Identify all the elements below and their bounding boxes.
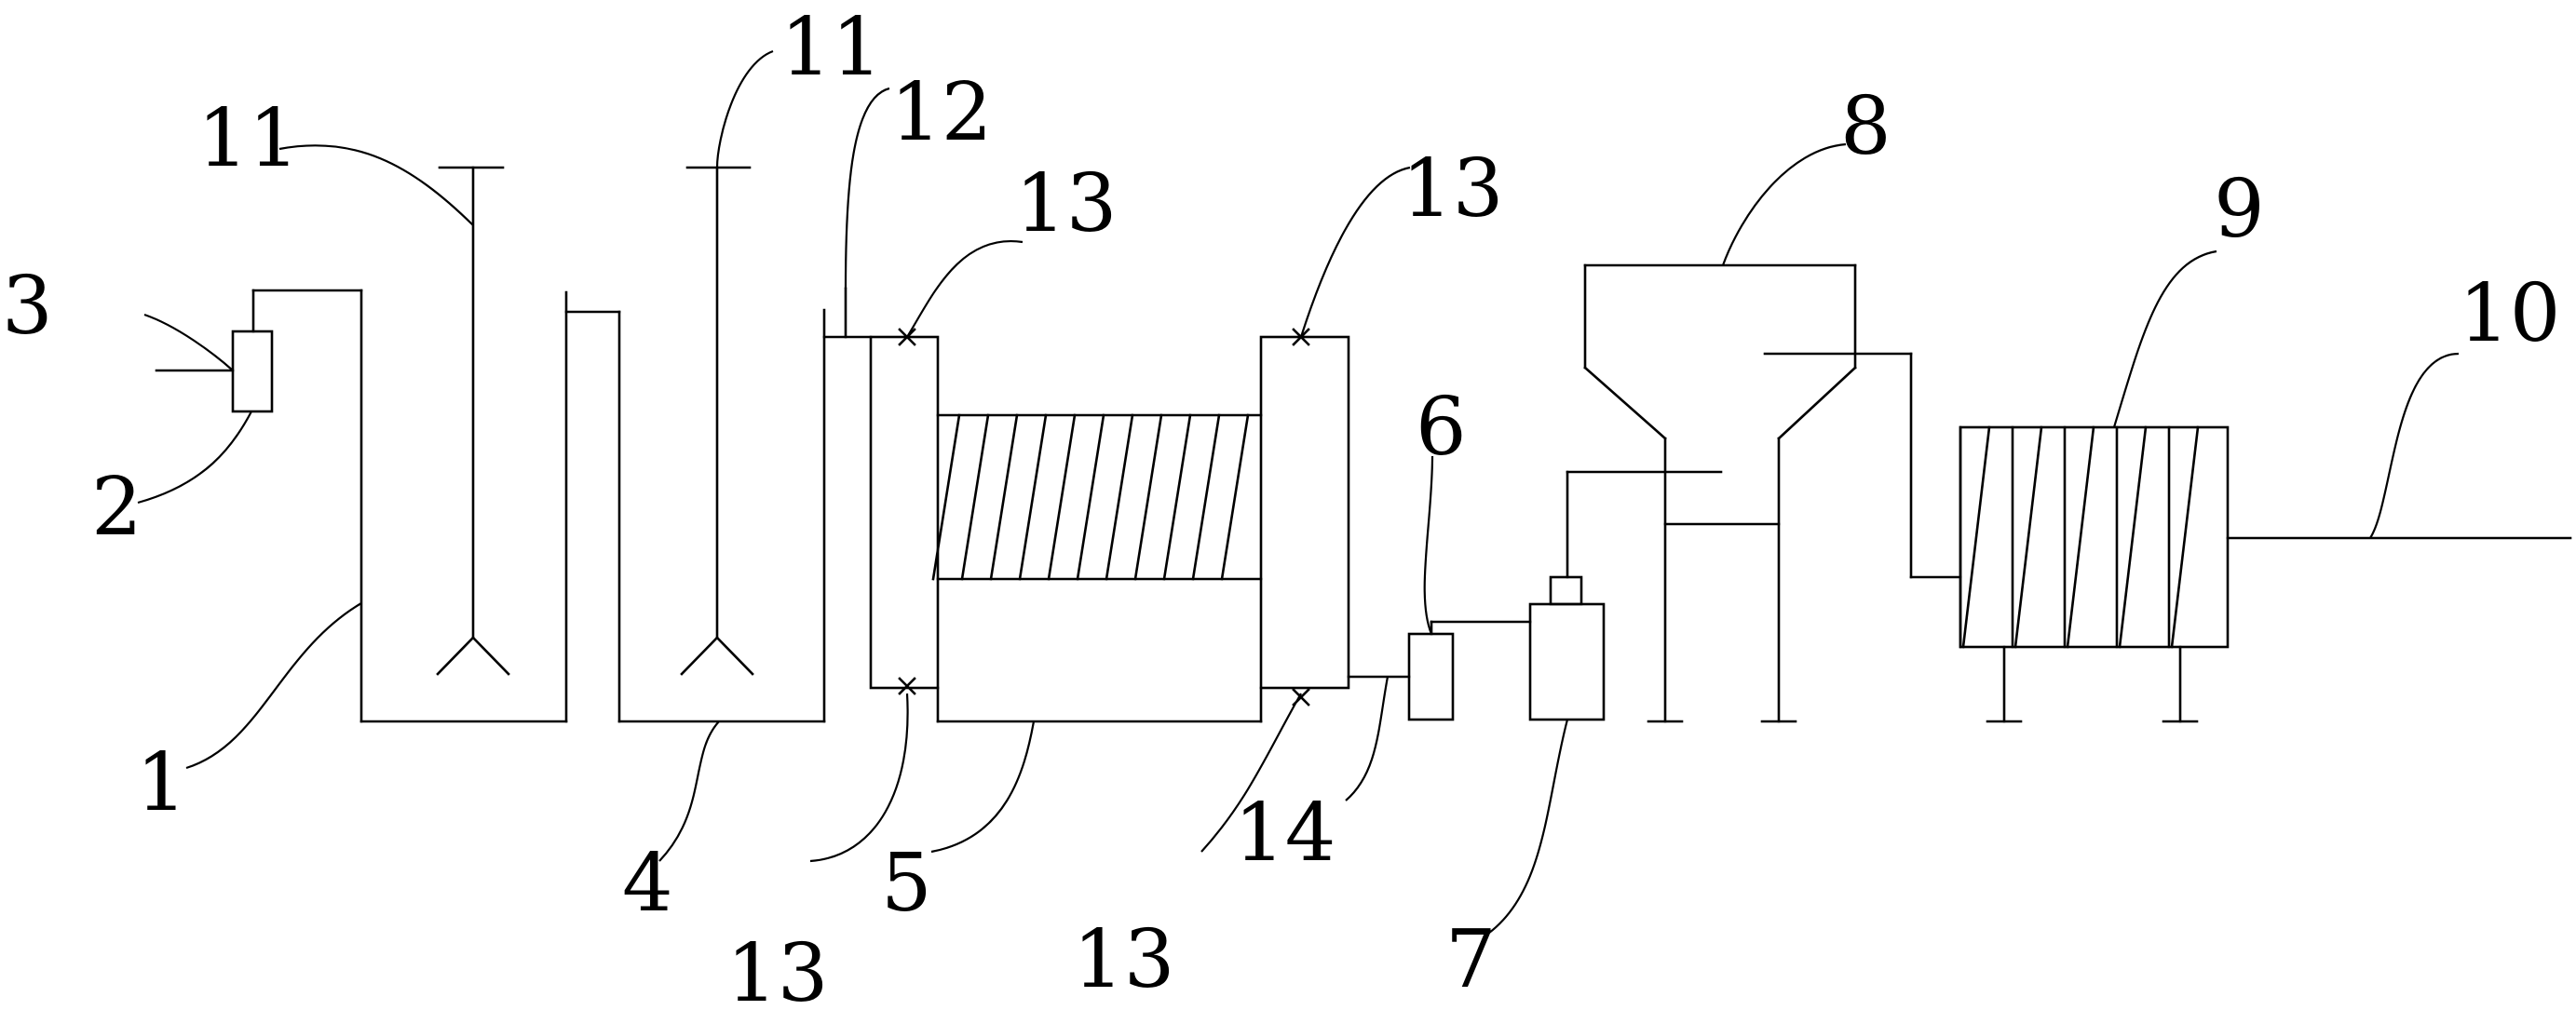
label-5: 5	[881, 837, 932, 930]
agitator-1	[436, 166, 510, 676]
leader-lines	[137, 49, 2460, 936]
label-8: 8	[1840, 80, 1891, 173]
unit-6	[1407, 620, 1532, 721]
label-9: 9	[2214, 163, 2265, 256]
hopper-8	[1583, 263, 1962, 723]
unit-7	[1528, 470, 1723, 721]
label-3: 3	[2, 260, 53, 353]
label-13d: 13	[1073, 913, 1174, 1006]
filter-press-5	[869, 328, 1350, 723]
label-2: 2	[91, 461, 142, 554]
label-13b: 13	[1402, 142, 1503, 236]
label-11a: 11	[197, 92, 299, 185]
label-4: 4	[622, 837, 673, 930]
label-7: 7	[1445, 913, 1497, 1006]
label-11b: 11	[780, 1, 882, 94]
feed-pump	[231, 289, 363, 413]
label-10: 10	[2459, 267, 2560, 360]
label-14: 14	[1234, 787, 1335, 880]
filter-press-hatching	[931, 413, 1250, 581]
valve-markers	[898, 328, 1310, 707]
tank-4	[564, 308, 826, 723]
label-6: 6	[1416, 381, 1467, 474]
label-13c: 13	[726, 927, 828, 1010]
tank-1	[359, 289, 568, 723]
label-12: 12	[890, 66, 992, 159]
pipe-12	[822, 287, 873, 339]
dryer-9	[1959, 425, 2230, 723]
label-1: 1	[136, 736, 187, 829]
label-13a: 13	[1015, 157, 1117, 250]
agitator-2	[680, 166, 754, 676]
